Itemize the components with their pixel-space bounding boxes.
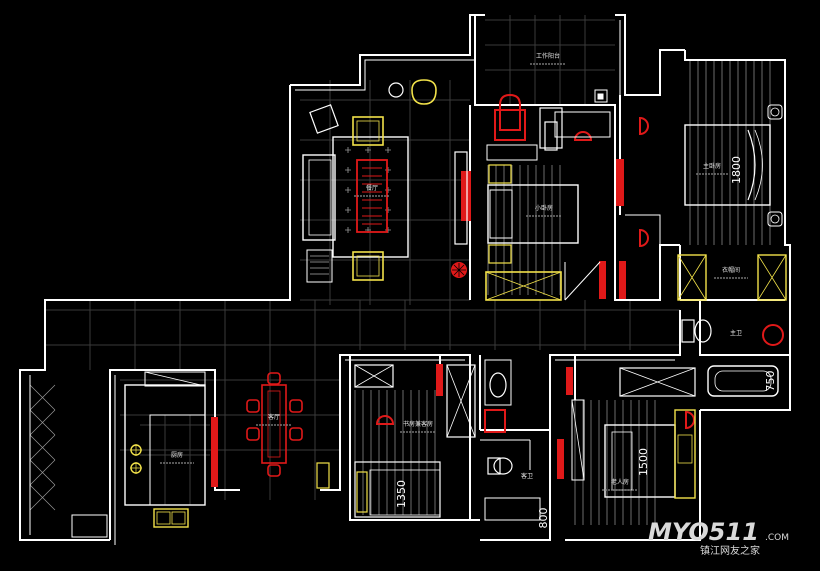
master-bath-fixtures bbox=[681, 319, 785, 397]
walls bbox=[19, 14, 791, 541]
room-label-kitchen: 厨房 bbox=[171, 451, 183, 459]
room-label-living-room: 客厅 bbox=[268, 413, 280, 421]
room-label-guest-bath: 客卫 bbox=[521, 472, 533, 480]
small-bedroom-furniture bbox=[485, 121, 601, 301]
balcony-items bbox=[535, 89, 611, 149]
dimension-labels: 1800 750 1350 800 1500 bbox=[395, 156, 777, 529]
room-label-dining-room: 餐厅 bbox=[366, 184, 378, 192]
room-label-wardrobe: 衣帽间 bbox=[722, 266, 740, 274]
guest-bath-fixtures bbox=[480, 359, 541, 521]
kitchen-fixtures bbox=[71, 371, 330, 538]
label-sublines bbox=[160, 63, 748, 491]
wall-thickness bbox=[29, 20, 675, 545]
floor-grid bbox=[45, 15, 680, 505]
watermark-caption: 镇江网友之家 bbox=[700, 544, 760, 557]
study-furniture bbox=[354, 364, 476, 518]
room-label-master-bedroom: 主卧房 bbox=[703, 162, 721, 170]
watermark-logo: MYO511 .COM 镇江网友之家 bbox=[648, 518, 789, 557]
dimension-master-bed: 1800 bbox=[730, 156, 743, 184]
elder-room-furniture bbox=[571, 367, 696, 499]
room-label-study: 书房兼客房 bbox=[403, 420, 433, 428]
dimension-study-bed: 1350 bbox=[395, 480, 408, 508]
room-label-small-bedroom: 小卧房 bbox=[535, 204, 553, 212]
room-label-master-bath: 主卫 bbox=[730, 329, 742, 337]
floor-hatch bbox=[29, 60, 771, 525]
master-bedroom-furniture bbox=[625, 104, 787, 301]
dimension-guest-bath-width: 800 bbox=[537, 508, 550, 529]
room-label-elder-room: 老人房 bbox=[611, 478, 629, 486]
dining-table bbox=[246, 372, 303, 477]
room-labels: 工作阳台 餐厅 客厅 厨房 小卧房 主卧房 衣帽间 主卫 书房兼客房 客卫 老人… bbox=[171, 52, 742, 486]
red-accents bbox=[211, 93, 784, 487]
watermark-brand: MYO511 bbox=[648, 518, 759, 546]
dimension-elder-bed: 1500 bbox=[637, 448, 650, 476]
room-label-work-balcony: 工作阳台 bbox=[536, 52, 560, 60]
dimension-bathtub: 750 bbox=[764, 371, 777, 392]
watermark-domain: .COM bbox=[765, 533, 789, 543]
